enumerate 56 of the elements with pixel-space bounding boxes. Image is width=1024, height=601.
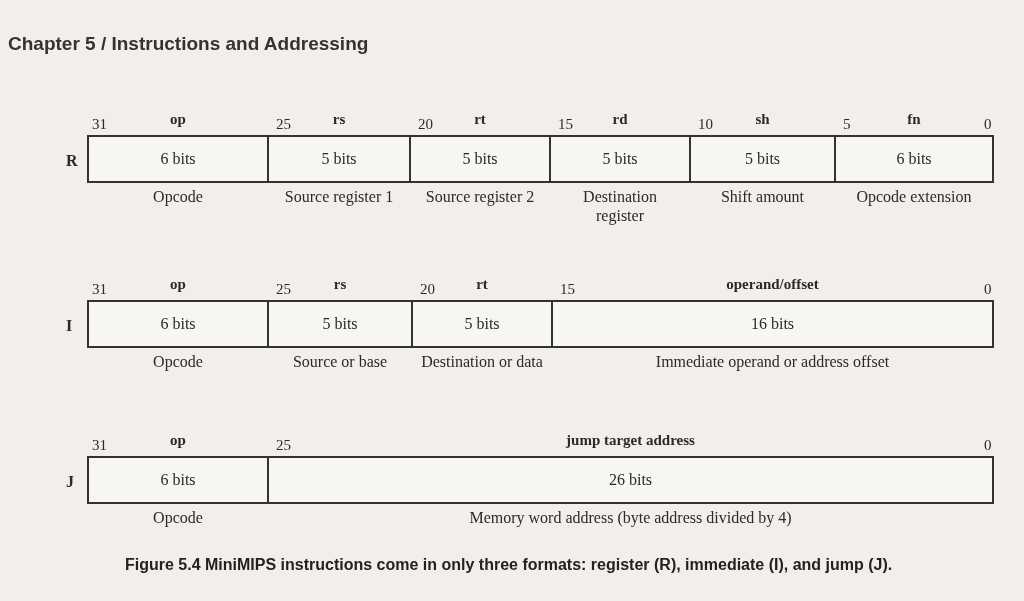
field-name: op (170, 109, 186, 129)
field-description: Destination register (582, 187, 658, 225)
bit-number: 31 (92, 115, 107, 134)
field-description: Memory word address (byte address divided by 4) (468, 508, 793, 527)
field-description: Opcode (152, 352, 204, 371)
bit-field: 16 bits (551, 300, 994, 348)
field-name: rs (333, 274, 347, 294)
bit-number: 20 (420, 280, 435, 299)
field-name: rt (476, 274, 488, 294)
bit-field: 5 bits (689, 135, 836, 183)
bit-field: 5 bits (267, 300, 413, 348)
format-letter: J (66, 472, 74, 492)
field-description: Opcode (152, 508, 204, 527)
chapter-heading: Chapter 5 / Instructions and Addressing (8, 32, 369, 56)
field-description: Source register 2 (424, 187, 536, 206)
bit-number: 0 (984, 436, 992, 455)
bit-number: 15 (560, 280, 575, 299)
bit-number: 25 (276, 436, 291, 455)
bit-number: 20 (418, 115, 433, 134)
bit-number: 25 (276, 115, 291, 134)
bit-field: 6 bits (87, 135, 269, 183)
field-description: Immediate operand or address offset (654, 352, 891, 371)
field-name: rs (332, 109, 346, 129)
bit-field: 5 bits (409, 135, 551, 183)
bit-number: 0 (984, 115, 992, 134)
bit-number: 10 (698, 115, 713, 134)
field-description: Destination or data (420, 352, 544, 371)
bit-number: 25 (276, 280, 291, 299)
field-name: op (170, 274, 186, 294)
bit-number: 0 (984, 280, 992, 299)
field-name: jump target address (566, 430, 695, 450)
field-description: Opcode extension (855, 187, 973, 206)
bit-field: 6 bits (87, 456, 269, 504)
field-description: Opcode (152, 187, 204, 206)
field-name: rt (474, 109, 486, 129)
bit-number: 31 (92, 436, 107, 455)
field-name: operand/offset (726, 274, 819, 294)
bit-field: 5 bits (267, 135, 411, 183)
format-letter: R (66, 151, 78, 171)
field-name: rd (612, 109, 628, 129)
field-description: Source or base (291, 352, 389, 371)
format-letter: I (66, 316, 73, 336)
figure-caption: Figure 5.4 MiniMIPS instructions come in only three formats: register (R), immediate (I), and jump (J). (125, 555, 894, 575)
field-name: sh (755, 109, 770, 129)
bit-number: 5 (843, 115, 851, 134)
field-description: Shift amount (719, 187, 806, 206)
bit-field: 5 bits (411, 300, 553, 348)
bit-field: 6 bits (834, 135, 994, 183)
bit-field: 26 bits (267, 456, 994, 504)
field-name: op (170, 430, 186, 450)
field-name: fn (907, 109, 921, 129)
bit-number: 15 (558, 115, 573, 134)
field-description: Source register 1 (283, 187, 395, 206)
bit-number: 31 (92, 280, 107, 299)
bit-field: 5 bits (549, 135, 691, 183)
bit-field: 6 bits (87, 300, 269, 348)
